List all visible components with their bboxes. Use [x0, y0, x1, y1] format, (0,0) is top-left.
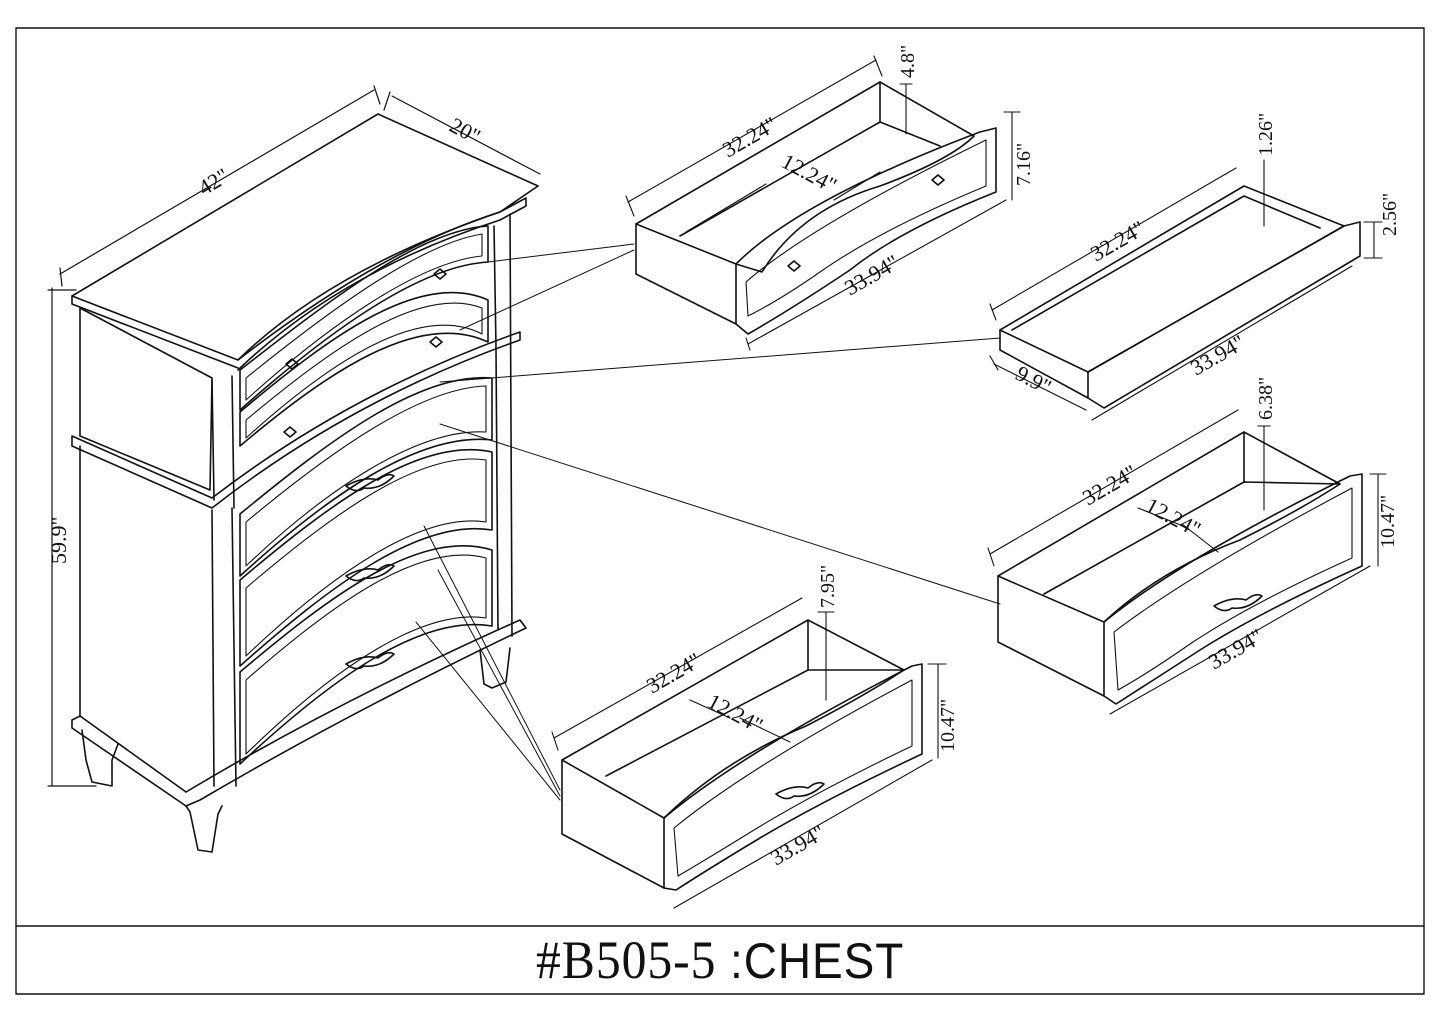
title-block: #B505-5 :CHEST [16, 926, 1424, 994]
drawer-middle-drawing [997, 431, 1363, 705]
drawer-tray-length-label: 32.24" [1086, 215, 1149, 266]
chest-depth-label: 20" [446, 112, 485, 149]
drawer-bottom-drawing [561, 619, 923, 891]
drawer-tray-labels: 32.24" 33.94" 9.9" 1.26" 2.56" [1012, 113, 1401, 400]
drawer-tray-depth-label: 9.9" [1012, 360, 1056, 399]
drawer-bottom-length-label: 32.24" [642, 647, 705, 698]
title-separator: : [716, 933, 744, 989]
drawer-tray-drawing [999, 185, 1361, 409]
drawer-bottom-inner-height-label: 7.95" [817, 565, 839, 608]
drawer-middle-inner-height-label: 6.38" [1255, 377, 1277, 420]
leader-lines [415, 243, 1001, 801]
drawer-top-inner-height-label: 4.8" [897, 45, 919, 78]
drawer-top-dimension-lines [625, 55, 1021, 351]
drawer-top-front-label: 33.94" [840, 249, 903, 300]
drawer-bottom-front-height-label: 10.47" [937, 699, 959, 752]
drawer-tray-inner-height-label: 1.26" [1255, 113, 1277, 156]
drawer-middle-front-label: 33.94" [1204, 623, 1267, 674]
chest-drawing [71, 113, 539, 853]
drawer-middle-labels: 32.24" 12.24" 33.94" 6.38" 10.47" [1078, 377, 1399, 675]
drawer-top-front-height-label: 7.16" [1013, 143, 1035, 186]
drawer-tray-dimension-lines [989, 159, 1383, 421]
chest-height-label: 59.9" [46, 517, 71, 564]
drawer-middle-length-label: 32.24" [1078, 459, 1141, 510]
sheet-border [15, 27, 1425, 995]
drawer-middle-front-height-label: 10.47" [1377, 495, 1399, 548]
drawer-top-depth-label: 12.24" [778, 148, 841, 198]
drawer-top-length-label: 32.24" [718, 111, 781, 162]
product-title: #B505-5 :CHEST [536, 929, 904, 991]
chest-drawer-fronts [239, 225, 493, 765]
drawer-bottom-dimension-lines [551, 597, 947, 909]
drawer-bottom-front-label: 33.94" [766, 819, 829, 870]
chest-dimension-lines [47, 85, 541, 787]
model-number: #B505-5 [535, 930, 717, 990]
chest-width-label: 42" [194, 163, 233, 200]
drawer-top-drawing [635, 81, 997, 335]
drawer-middle-dimension-lines [987, 409, 1387, 715]
drawer-tray-front-label: 33.94" [1186, 329, 1249, 380]
product-name: CHEST [743, 933, 905, 989]
drawer-tray-front-height-label: 2.56" [1379, 193, 1401, 236]
